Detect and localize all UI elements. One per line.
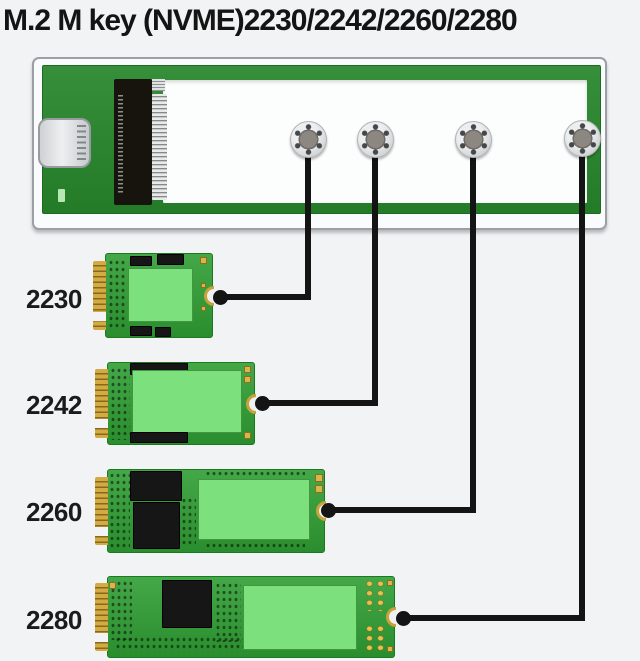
usb-c-port [38,118,91,168]
standoff-2260 [455,121,492,158]
ssd-2280-key-notch [95,632,108,642]
gold-pad [387,646,393,652]
gold-pad [244,366,251,373]
test-pads [362,623,385,652]
standoff-2230 [290,121,327,158]
wire-2242-dot [255,396,270,411]
smd-components [108,259,127,331]
gold-pad [201,283,206,288]
m2-slot-inner-pins [118,95,123,195]
m2-slot-pin-tab [152,79,165,91]
memory-chip [243,585,357,650]
memory-chip [198,479,310,540]
component-chip [155,327,171,337]
activity-led [58,189,65,202]
component-chip [130,326,152,336]
gold-pad [244,432,251,439]
ssd-2260-key-notch [95,526,108,536]
ssd-2280-mount-notch [386,607,396,627]
size-label-2280: 2280 [26,605,82,635]
gold-pad [315,485,323,493]
size-label-2260: 2260 [26,497,82,527]
nand-chip [130,471,182,501]
smd-components [205,542,305,551]
page-title: M.2 M key (NVME)2230/2242/2260/2280 [3,4,518,37]
m2-slot [114,79,152,205]
smd-components [110,580,132,640]
smd-components [109,472,130,549]
standoff-2280 [564,120,601,157]
ssd-2230-key-notch [93,311,106,321]
smd-components [215,582,241,642]
wire-2230-horizontal [220,294,311,300]
smd-components [110,367,130,440]
size-label-2242: 2242 [26,390,82,420]
memory-chip [132,370,242,433]
standoff-2242 [357,121,394,158]
ssd-2260-card [95,469,326,553]
controller-chip [162,580,212,628]
gold-pad [200,257,207,264]
ssd-2242-mount-notch [246,393,256,414]
ssd-2242-card [95,362,256,445]
gold-pad [387,580,393,586]
test-pads [362,578,385,611]
wire-2280-dot [396,611,411,626]
component-chip [130,256,152,266]
wire-2280-vertical [579,139,585,621]
ssd-2280-card [95,576,396,658]
smd-components [205,470,305,478]
ssd-2230-mount-notch [204,285,214,306]
nand-chip [133,502,180,549]
wire-2242-vertical [372,140,378,406]
component-chip [157,254,184,265]
gold-pad [201,306,206,311]
gold-pad [109,582,116,589]
m2-slot-pins [152,94,167,200]
gold-pad [315,474,323,482]
wire-2230-dot [213,290,228,305]
wire-2230-vertical [305,140,311,300]
wire-2280-horizontal [403,615,585,621]
wire-2260-vertical [470,140,476,513]
wire-2242-horizontal [262,400,378,406]
usb-c-pins [77,125,86,161]
smd-components [181,497,196,547]
gold-pad [244,376,251,383]
wire-2260-dot [321,503,336,518]
ssd-2242-key-notch [95,419,108,429]
component-chip [130,432,188,443]
wire-2260-horizontal [328,507,476,513]
size-label-2230: 2230 [26,284,82,314]
memory-chip [128,268,193,322]
ssd-2230-card [93,253,214,338]
